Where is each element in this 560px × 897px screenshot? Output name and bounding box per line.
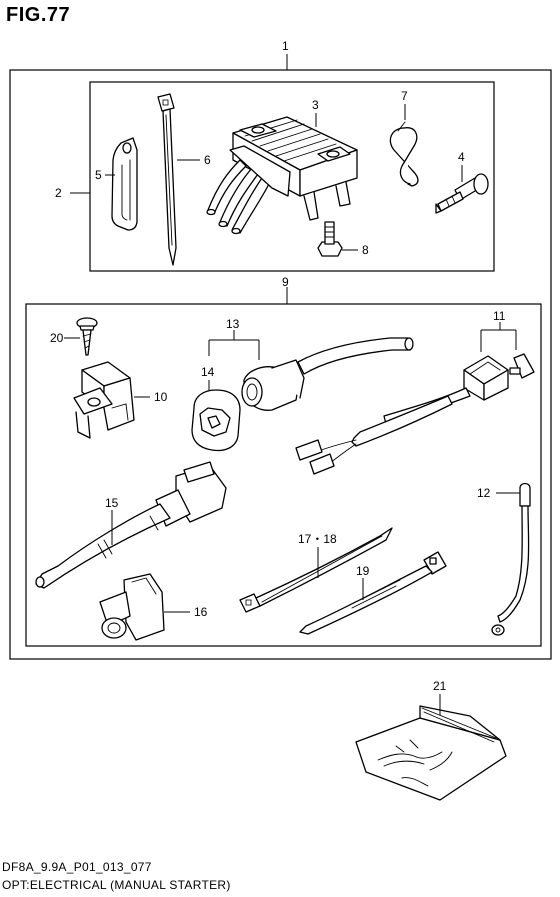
- grommet-part-16: [99, 573, 165, 641]
- callout-19: 19: [356, 564, 370, 578]
- screw-part-20: [76, 317, 98, 356]
- bracket-clip-part-5: [111, 137, 138, 231]
- footer-description: OPT:ELECTRICAL (MANUAL STARTER): [2, 878, 231, 892]
- callout-4: 4: [458, 150, 465, 164]
- lead-wire-part-12: [491, 482, 531, 636]
- callout-8: 8: [362, 243, 369, 257]
- callout-3: 3: [312, 98, 319, 112]
- assembly-frame: [9, 54, 552, 660]
- bracket-11: [480, 322, 517, 352]
- figure-title: FIG.77: [6, 4, 71, 26]
- callout-17-18: 17・18: [298, 532, 337, 546]
- cable-holder-part-10: [73, 361, 135, 439]
- callout-12: 12: [477, 486, 491, 500]
- callout-14: 14: [201, 365, 215, 379]
- callout-5: 5: [95, 168, 102, 182]
- callout-7: 7: [401, 89, 408, 103]
- footer-code: DF8A_9.9A_P01_013_077: [2, 860, 152, 874]
- strap-part-19: [299, 551, 447, 635]
- callout-6: 6: [204, 153, 211, 167]
- callout-10: 10: [154, 390, 168, 404]
- upper-subassembly-frame: [70, 81, 495, 272]
- callout-21: 21: [433, 679, 447, 693]
- callout-15: 15: [105, 496, 119, 510]
- fuse-harness-part-11: [295, 353, 535, 475]
- cable-tie-part-6: [157, 93, 177, 266]
- plug-connector-part-13: [241, 337, 414, 411]
- callout-2: 2: [55, 186, 62, 200]
- connector-cable-part-15: [35, 461, 227, 589]
- regulator-part-3: [206, 116, 358, 235]
- cable-tie-part-17-18: [239, 527, 393, 613]
- callout-1: 1: [282, 39, 289, 53]
- bolt-part-8: [317, 221, 343, 257]
- callout-20: 20: [50, 331, 64, 345]
- callout-9: 9: [282, 275, 289, 289]
- callout-16: 16: [194, 605, 208, 619]
- terminal-part-4: [435, 173, 489, 214]
- bracket-13: [208, 330, 260, 360]
- connector-housing-part-14: [191, 389, 241, 452]
- bag-part-21: [355, 705, 507, 801]
- callout-13: 13: [226, 317, 240, 331]
- callout-11: 11: [493, 309, 506, 323]
- lower-subassembly-frame: [25, 287, 542, 647]
- wire-clip-part-7: [389, 121, 419, 187]
